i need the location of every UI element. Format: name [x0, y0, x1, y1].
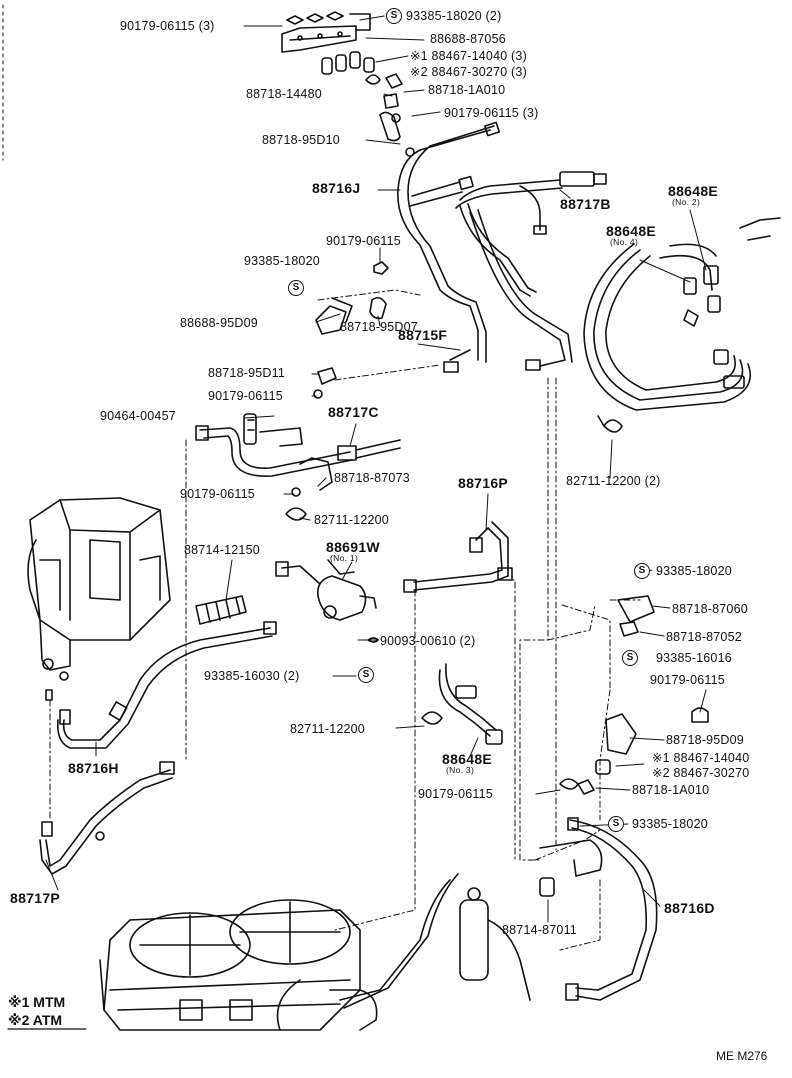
heater-unit	[27, 497, 171, 701]
part-label: 90179-06115	[650, 673, 725, 687]
part-note: (No. 2)	[672, 197, 701, 207]
s-mark-symbol: S	[634, 563, 650, 579]
part-label: 90179-06115	[326, 234, 401, 248]
part-label: 88718-95D10	[262, 133, 340, 147]
cooling-unit-bottom	[99, 899, 361, 1031]
part-label: 88714-12150	[184, 543, 260, 557]
part-label: 90179-06115	[208, 389, 283, 403]
tube-88717P	[39, 761, 175, 875]
part-label: 93385-16030 (2)	[204, 669, 300, 683]
part-label-sensor: 88691W (No. 1)	[326, 540, 380, 563]
tube-88716P	[403, 521, 513, 593]
part-label: 90179-06115 (3)	[444, 106, 539, 120]
part-label: 88718-87060	[672, 602, 748, 616]
wire-harness-right	[583, 217, 781, 411]
part-label: 88718-87052	[666, 630, 742, 644]
part-label: 93385-18020 (2)	[406, 9, 502, 23]
part-note: (No. 1)	[330, 553, 359, 563]
receiver-drier-bottom	[276, 873, 531, 1031]
part-label: ※2 88467-30270	[652, 766, 750, 780]
part-label-tube: 88717B	[560, 196, 611, 212]
guide-lines	[49, 289, 641, 951]
part-label: 88718-14480	[246, 87, 322, 101]
s-mark-symbol: S	[288, 280, 304, 296]
part-label-harness: 88648E (No. 4)	[606, 224, 656, 247]
part-label: 90179-06115 (3)	[120, 19, 215, 33]
part-number: 88648E	[442, 751, 493, 767]
tube-bundle-center	[397, 121, 607, 373]
wire-harness-no3	[421, 663, 503, 745]
tube-88716D	[539, 817, 658, 1001]
legend-mark: ※2	[8, 1012, 30, 1028]
s-mark-symbol: S	[608, 816, 624, 832]
part-label: 88718-1A010	[428, 83, 506, 97]
drawing-code: ME M276	[716, 1049, 768, 1063]
legend-meaning: ATM	[32, 1012, 63, 1028]
part-label-tube: 88717P	[10, 890, 61, 906]
s-mark-symbol: S	[386, 8, 402, 24]
part-label-harness: 88648E (No. 3)	[442, 752, 492, 775]
part-label-tube: 88715F	[398, 327, 448, 343]
part-label-harness: 88648E (No. 2)	[668, 184, 718, 207]
switch-cluster-right	[559, 595, 709, 795]
legend-meaning: MTM	[33, 994, 66, 1010]
part-label: 93385-18020	[244, 254, 320, 268]
part-note: (No. 4)	[610, 237, 639, 247]
part-number: 88691W	[326, 539, 380, 555]
part-label: 90464-00457	[100, 409, 176, 423]
part-label: 82711-12200	[290, 722, 365, 736]
brackets-center	[285, 261, 389, 521]
part-label-tube: 88716J	[312, 180, 361, 196]
sensor-88691W	[275, 559, 379, 643]
top-bracket-assembly	[281, 11, 415, 157]
part-number: 88648E	[606, 223, 657, 239]
part-label-tube: 88717C	[328, 404, 379, 420]
part-label: 82711-12200	[314, 513, 389, 527]
part-label: 88718-95D07	[340, 320, 418, 334]
part-note: (No. 3)	[446, 765, 475, 775]
part-label: ※2 88467-30270 (3)	[410, 65, 527, 79]
part-label: 93385-18020	[656, 564, 732, 578]
tube-88716H	[56, 621, 277, 749]
part-label: 93385-16016	[656, 651, 732, 665]
leader-lines	[45, 15, 707, 923]
part-label: 82711-12200 (2)	[566, 474, 661, 488]
part-label: 88718-95D11	[208, 366, 286, 380]
s-mark-symbol: S	[358, 667, 374, 683]
legend-item: ※1 MTM	[8, 994, 65, 1011]
legend-item: ※2 ATM	[8, 1012, 62, 1029]
legend-mark: ※1	[8, 994, 30, 1010]
part-label: 88688-87056	[430, 32, 506, 46]
hose-88714-12150	[195, 595, 247, 625]
part-label: 88688-95D09	[180, 316, 258, 330]
s-mark-symbol: S	[622, 650, 638, 666]
part-number: 88648E	[668, 183, 719, 199]
part-label: 93385-18020	[632, 817, 708, 831]
part-label: 88718-95D09	[666, 733, 744, 747]
part-label: 88718-87073	[334, 471, 410, 485]
part-label: 90179-06115	[180, 487, 255, 501]
part-label-tube: 88716P	[458, 475, 509, 491]
part-label: ※1 88467-14040	[652, 751, 750, 765]
part-label: 88714-87011	[502, 923, 577, 937]
part-label-tube: 88716H	[68, 760, 119, 776]
part-label-tube: 88716D	[664, 900, 715, 916]
part-label: 88718-1A010	[632, 783, 710, 797]
tube-88717C	[195, 413, 401, 477]
part-label: 90179-06115	[418, 787, 493, 801]
part-label: ※1 88467-14040 (3)	[410, 49, 527, 63]
clamp-right	[597, 415, 623, 433]
part-label: 90093-00610 (2)	[380, 634, 476, 648]
